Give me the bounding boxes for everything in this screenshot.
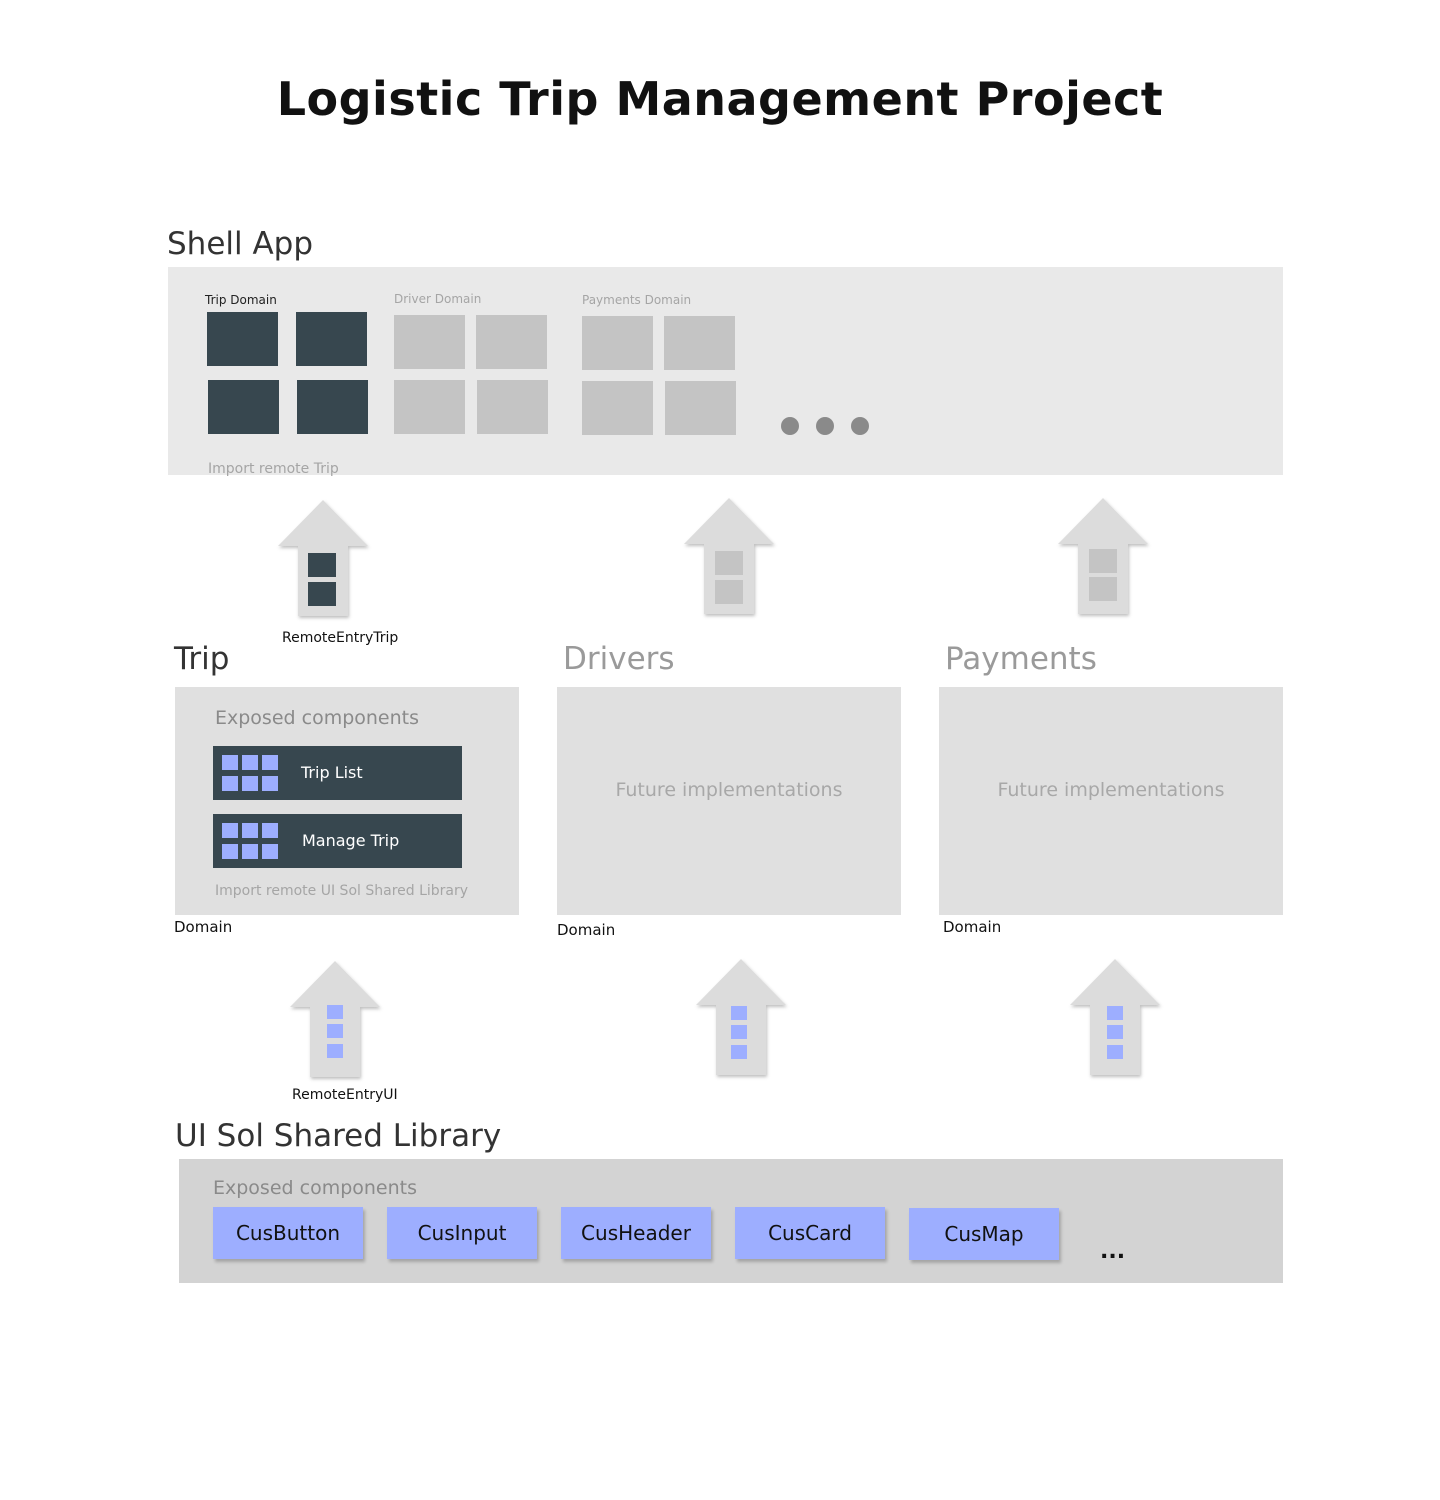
up-arrow-icon (1070, 959, 1160, 1075)
trip-list-label: Trip List (301, 763, 363, 782)
payments-domain-tile (582, 381, 653, 435)
trip-domain-label: Trip Domain (205, 293, 277, 307)
payments-domain-tile (665, 381, 736, 435)
trip-exposed-label: Exposed components (215, 707, 420, 729)
shared-library-heading: UI Sol Shared Library (175, 1118, 502, 1154)
payments-domain-tile (664, 316, 735, 370)
driver-domain-tile (477, 380, 548, 434)
driver-domain-tile (394, 380, 465, 434)
payments-future-text: Future implementations (997, 779, 1225, 801)
more-components-ellipsis: ... (1100, 1239, 1126, 1264)
trip-heading: Trip (174, 641, 230, 677)
dot-icon (851, 417, 869, 435)
payments-domain-label: Payments Domain (582, 293, 692, 307)
dot-icon (816, 417, 834, 435)
trip-domain-caption: Domain (174, 918, 233, 936)
up-arrow-icon (684, 498, 774, 614)
ellipsis-dots-icon (781, 417, 871, 435)
manage-trip-label: Manage Trip (302, 831, 400, 850)
payments-domain-caption: Domain (943, 918, 1002, 936)
trip-domain-tile[interactable] (297, 380, 368, 434)
up-arrow-icon (278, 500, 368, 616)
cus-button-component[interactable]: CusButton (213, 1207, 363, 1259)
trip-import-note: Import remote UI Sol Shared Library (215, 883, 469, 899)
up-arrow-icon (290, 961, 380, 1077)
trip-domain-panel (175, 687, 519, 915)
library-exposed-label: Exposed components (213, 1177, 418, 1199)
driver-domain-tile (476, 315, 547, 369)
manage-trip-component[interactable]: Manage Trip (213, 814, 462, 868)
remote-entry-trip-label: RemoteEntryTrip (282, 630, 399, 646)
remote-entry-ui-label: RemoteEntryUI (292, 1087, 398, 1103)
shell-import-note: Import remote Trip (208, 461, 339, 477)
up-arrow-icon (1058, 498, 1148, 614)
payments-heading: Payments (945, 641, 1097, 677)
dot-icon (781, 417, 799, 435)
drivers-future-text: Future implementations (615, 779, 843, 801)
trip-domain-tile[interactable] (208, 380, 279, 434)
up-arrow-icon (696, 959, 786, 1075)
driver-domain-label: Driver Domain (394, 292, 482, 306)
trip-domain-tile[interactable] (207, 312, 278, 366)
drivers-heading: Drivers (563, 641, 675, 677)
driver-domain-tile (394, 315, 465, 369)
drivers-domain-panel (557, 687, 901, 915)
shared-library-panel (179, 1159, 1283, 1283)
cus-input-component[interactable]: CusInput (387, 1207, 537, 1259)
cus-header-component[interactable]: CusHeader (561, 1207, 711, 1259)
cus-card-component[interactable]: CusCard (735, 1207, 885, 1259)
trip-domain-tile[interactable] (296, 312, 367, 366)
cus-map-component[interactable]: CusMap (909, 1208, 1059, 1260)
shell-app-panel (168, 267, 1283, 475)
shell-app-heading: Shell App (167, 226, 314, 262)
payments-domain-tile (582, 316, 653, 370)
trip-list-component[interactable]: Trip List (213, 746, 462, 800)
drivers-domain-caption: Domain (557, 921, 616, 939)
payments-domain-panel (939, 687, 1283, 915)
page-title: Logistic Trip Management Project (276, 72, 1164, 126)
